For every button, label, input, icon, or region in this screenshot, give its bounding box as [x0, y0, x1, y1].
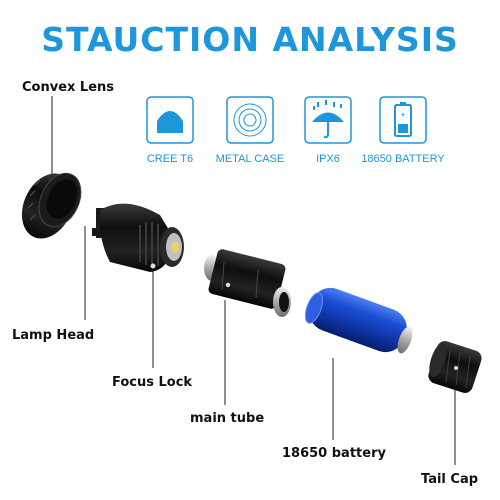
label-main-tube: main tube [190, 411, 265, 426]
feature-label-battery: 18650 BATTERY [361, 153, 445, 165]
label-battery: 18650 battery [282, 446, 386, 461]
tail-cap-part [428, 341, 482, 393]
convex-lens-part [21, 172, 82, 239]
label-focus-lock: Focus Lock [112, 375, 193, 390]
feature-label-ipx6: IPX6 [316, 153, 340, 165]
battery-icon: + [378, 95, 428, 145]
label-tail-cap: Tail Cap [421, 472, 479, 487]
lamp-head-part [92, 203, 184, 272]
feature-label-cree: CREE T6 [146, 153, 194, 165]
feature-label-metal: METAL CASE [215, 153, 285, 165]
battery-part [304, 287, 413, 354]
umbrella-rain-icon [303, 95, 353, 145]
page-title: STAUCTION ANALYSIS [41, 20, 459, 59]
label-convex-lens: Convex Lens [22, 80, 115, 95]
metal-rings-icon [225, 95, 275, 145]
led-chip-icon [145, 95, 195, 145]
label-lamp-head: Lamp Head [12, 328, 95, 343]
svg-text:+: + [400, 110, 405, 120]
main-tube-part [204, 249, 291, 317]
